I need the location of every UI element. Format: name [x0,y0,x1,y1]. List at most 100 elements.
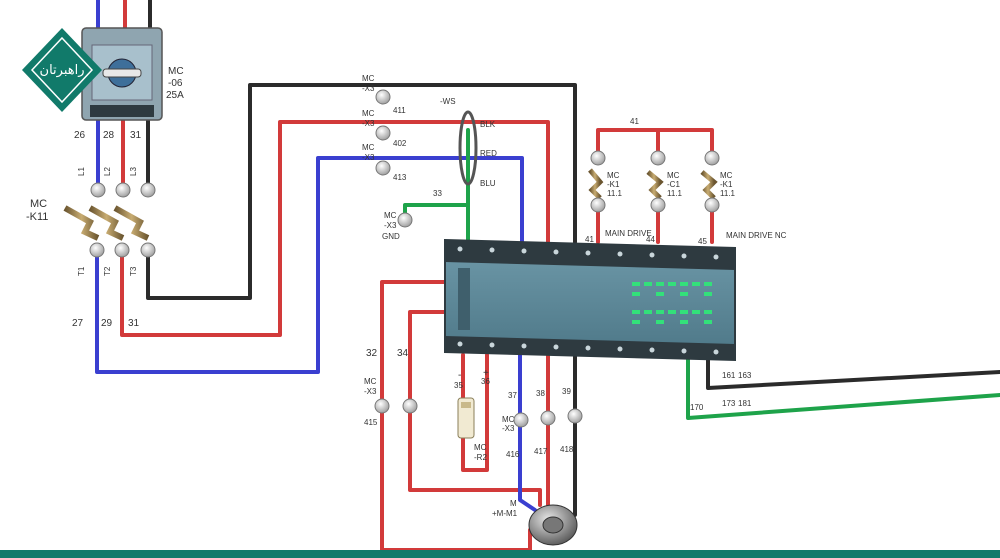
x3-402-num: 402 [393,139,407,148]
lower-x3-tag1: MC [364,377,377,386]
cable-num-33: 33 [433,189,442,198]
lower-x3b-tag2: -X3 [502,424,515,433]
contactor-l2: L2 [103,167,112,176]
x3-411-tag2: -X3 [362,84,375,93]
circuit-breaker[interactable] [81,27,163,121]
wire-num-32: 32 [366,348,378,359]
gnd-tag2: -X3 [384,221,397,230]
out-num-161: 161 [722,371,736,380]
contactor-label-2: -K11 [26,211,48,223]
cable-sleeve [458,110,478,186]
wire-num-36: 36 [481,377,490,386]
logo-text: راهبرتان [40,63,85,78]
terminal-x3-lower-a[interactable] [374,398,390,414]
breaker-term-31: 31 [130,130,142,141]
breaker-label-1: MC [168,66,184,77]
breaker-term-26: 26 [74,130,86,141]
x3-411-tag1: MC [362,74,375,83]
wire-black-t3 [146,83,577,300]
lower-x3b-tag1: MC [502,415,515,424]
terminal-x3-418[interactable] [567,408,583,424]
r2-plus: + [483,368,489,379]
lower-x3-tag2: -X3 [364,387,377,396]
terminal-x3-411[interactable] [375,89,391,105]
wire-blue-t1 [95,156,524,374]
relay-2-num: 44 [646,235,655,244]
drive-bottom-connectors [457,341,719,355]
cable-tag: -WS [440,97,456,106]
motor-m1[interactable] [528,504,578,546]
terminal-x3-417[interactable] [540,410,556,426]
breaker-label-2: -06 [168,78,183,89]
terminal-x3-416[interactable] [513,412,529,428]
relay-3-note: MAIN DRIVE NC [726,231,787,240]
relay-1-note: MAIN DRIVE [605,229,652,238]
wire-black-39 [563,353,577,522]
lower-x3-num: 415 [364,418,378,427]
relay-1-num: 41 [585,235,594,244]
x3-413-tag1: MC [362,143,375,152]
wire-red-34 [408,310,542,507]
wire-num-35: 35 [454,381,463,390]
gnd-tag3: GND [382,232,400,241]
contactor-t1: T1 [77,266,86,276]
wire-num-418: 418 [560,445,574,454]
relay-k1-a[interactable] [588,150,606,213]
wire-num-38: 38 [536,389,545,398]
wire-num-417: 417 [534,447,548,456]
terminal-gnd[interactable] [397,212,413,228]
r2-tag2: -R2 [474,453,487,462]
wire-num-39: 39 [562,387,571,396]
relay-3-tag3: 11.1 [720,189,736,198]
terminal-x3-402[interactable] [375,125,391,141]
wire-num-34: 34 [397,348,409,359]
wire-num-416: 416 [506,450,520,459]
relay-c1[interactable] [646,150,666,213]
r2-tag1: MC [474,443,487,452]
relay-3-tag2: -K1 [720,180,733,189]
x3-413-num: 413 [393,173,407,182]
brand-logo: راهبرتان [22,28,102,112]
wire-green-gnd [403,203,470,244]
x3-411-num: 411 [393,106,406,115]
cable-blu: BLU [480,179,496,188]
out-num-173: 173 [722,399,736,408]
footer-strip [0,550,1000,558]
r2-minus: - [458,370,461,381]
wire-num-31: 31 [128,318,140,329]
x3-402-tag2: -X3 [362,119,375,128]
relay-3-tag1: MC [720,171,733,180]
cable-red: RED [480,149,497,158]
relay-2-tag3: 11.1 [667,189,683,198]
wire-black-out [706,353,1000,390]
relay-3-num: 45 [698,237,707,246]
terminal-x3-413[interactable] [375,160,391,176]
main-drive-unit[interactable] [444,238,736,362]
relay-1-tag2: -K1 [607,180,620,189]
drive-status-leds [632,282,712,324]
relay-1-tag3: 11.1 [607,189,623,198]
contactor-t3: T3 [129,266,138,276]
wire-num-29: 29 [101,318,113,329]
breaker-handle[interactable] [102,68,142,78]
out-num-163: 163 [738,371,752,380]
terminal-x3-lower-b[interactable] [402,398,418,414]
x3-402-tag1: MC [362,109,375,118]
gnd-tag1: MC [384,211,397,220]
cable-blk: BLK [480,120,496,129]
drive-top-connectors [457,246,719,260]
contactor-l3: L3 [129,167,138,176]
wire-red-t2 [120,120,550,337]
contactor-k11[interactable] [63,182,156,258]
relay-2-tag1: MC [667,171,680,180]
breaker-term-28: 28 [103,130,115,141]
relay-2-tag2: -C1 [667,180,680,189]
relay-k1-b[interactable] [700,150,720,213]
relay-bus-num: 41 [630,117,639,126]
resistor-r2[interactable] [457,397,475,439]
out-num-170: 170 [690,403,704,412]
out-num-181: 181 [738,399,752,408]
wires [95,0,1000,552]
